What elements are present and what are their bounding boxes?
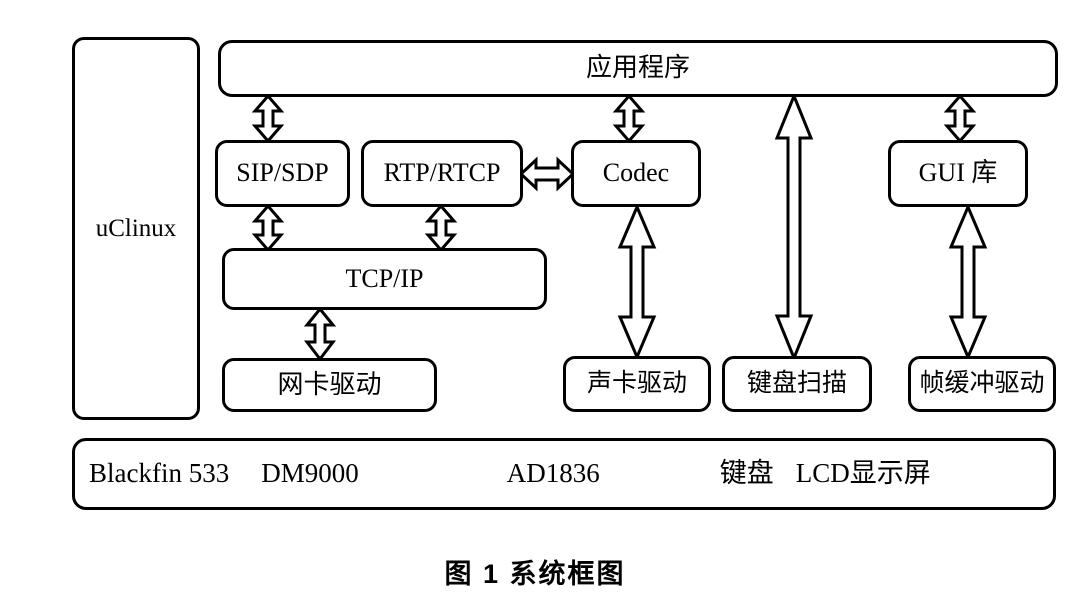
block-framebuffer-driver-label: 帧缓冲驱动 bbox=[919, 370, 1045, 398]
arrow-application-keyboard-scan bbox=[774, 94, 814, 360]
block-codec[interactable]: Codec bbox=[571, 140, 701, 207]
block-rtp-rtcp-label: RTP/RTCP bbox=[383, 158, 501, 188]
hardware-item-row: Blackfin 533 DM9000 AD1836 键盘 LCD显示屏 bbox=[75, 441, 1053, 507]
hardware-item-dm9000: DM9000 bbox=[261, 458, 359, 489]
hardware-item-keyboard: 键盘 bbox=[719, 458, 774, 489]
block-application[interactable]: 应用程序 bbox=[218, 40, 1058, 97]
hardware-item-ad1836: AD1836 bbox=[506, 458, 600, 489]
block-gui-library[interactable]: GUI 库 bbox=[888, 140, 1028, 207]
hardware-item-blackfin-533: Blackfin 533 bbox=[89, 458, 230, 489]
block-gui-library-label: GUI 库 bbox=[918, 158, 998, 188]
block-sound-card-driver-label: 声卡驱动 bbox=[586, 370, 687, 398]
hardware-item-lcd-display: LCD显示屏 bbox=[795, 458, 931, 489]
block-framebuffer-driver[interactable]: 帧缓冲驱动 bbox=[908, 356, 1056, 412]
block-tcpip-label: TCP/IP bbox=[345, 263, 424, 293]
block-codec-label: Codec bbox=[602, 158, 670, 188]
block-nic-driver-label: 网卡驱动 bbox=[277, 369, 382, 399]
block-sip-sdp[interactable]: SIP/SDP bbox=[215, 140, 350, 207]
block-nic-driver[interactable]: 网卡驱动 bbox=[222, 358, 437, 412]
block-hardware-layer[interactable]: Blackfin 533 DM9000 AD1836 键盘 LCD显示屏 bbox=[72, 438, 1056, 510]
figure-caption: 图 1 系统框图 bbox=[444, 559, 626, 589]
arrow-sip-tcpip bbox=[251, 205, 285, 251]
block-sip-sdp-label: SIP/SDP bbox=[236, 158, 329, 188]
block-rtp-rtcp[interactable]: RTP/RTCP bbox=[361, 140, 523, 207]
block-uclinux[interactable]: uClinux bbox=[72, 37, 200, 420]
arrow-gui-framebuffer-driver bbox=[948, 205, 988, 359]
block-sound-card-driver[interactable]: 声卡驱动 bbox=[563, 356, 711, 412]
block-keyboard-scan-label: 键盘扫描 bbox=[746, 370, 847, 398]
block-application-label: 应用程序 bbox=[585, 53, 690, 83]
block-tcpip[interactable]: TCP/IP bbox=[222, 248, 547, 310]
arrow-codec-sound-driver bbox=[617, 205, 657, 359]
arrow-tcpip-nic-driver bbox=[303, 308, 337, 360]
arrow-application-sip bbox=[251, 95, 285, 142]
arrow-application-gui bbox=[943, 95, 977, 142]
block-keyboard-scan[interactable]: 键盘扫描 bbox=[722, 356, 872, 412]
arrow-rtp-tcpip bbox=[424, 205, 458, 251]
arrow-rtp-codec bbox=[519, 156, 575, 192]
arrow-application-codec bbox=[612, 95, 646, 142]
block-uclinux-label: uClinux bbox=[95, 214, 177, 242]
